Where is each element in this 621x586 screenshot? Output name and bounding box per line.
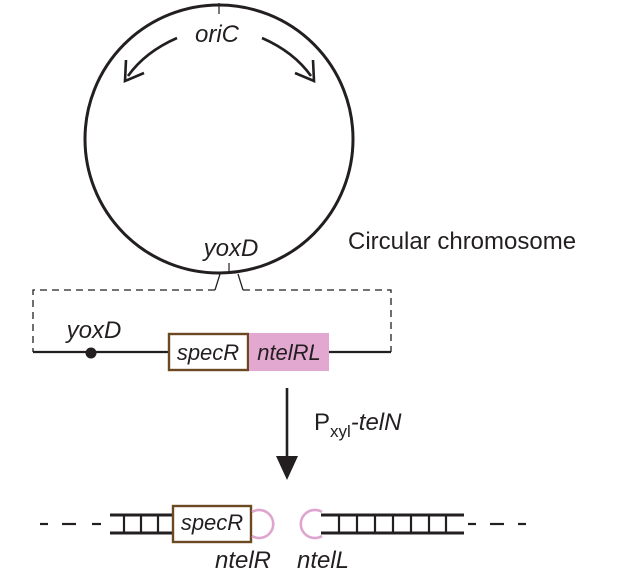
zoom-bracket [32,273,392,352]
hairpin-left-loop-icon [299,508,323,540]
specr-box [167,332,250,372]
promoter-subscript: xyl [330,422,351,441]
dna-ladder-right [321,513,464,535]
yoxd-locus-label: yoxD [202,235,259,262]
hairpin-left-label: ntelL [297,547,349,574]
replication-arrow-left-icon [123,36,178,83]
circular-chromosome-caption: Circular chromosome [348,228,576,255]
hairpin-right-label: ntelR [215,547,271,574]
linear-specr-box [171,504,253,544]
ntelrl-box [249,333,329,371]
promoter-prefix: P [314,409,330,436]
circular-chromosome: oriC yoxD [83,3,355,275]
induction-label: Pxyl-telN [314,409,402,441]
induction-arrow-icon [276,388,298,480]
dna-ladder-left [110,513,172,535]
oric-label: oriC [195,21,240,48]
hairpin-right-loop-icon [251,508,275,540]
yoxd-position-dot [85,347,97,359]
replication-arrow-right-icon [261,36,316,83]
ntelrl-label: ntelRL [257,340,321,365]
induction-gene: -telN [351,409,402,436]
specr-label: specR [177,340,239,365]
linear-chromosome: specR ntelR ntelL [40,504,526,574]
yoxd-gene-label: yoxD [65,317,122,344]
insert-construct: yoxD specR ntelRL [33,317,391,372]
linear-specr-label: specR [181,510,243,535]
